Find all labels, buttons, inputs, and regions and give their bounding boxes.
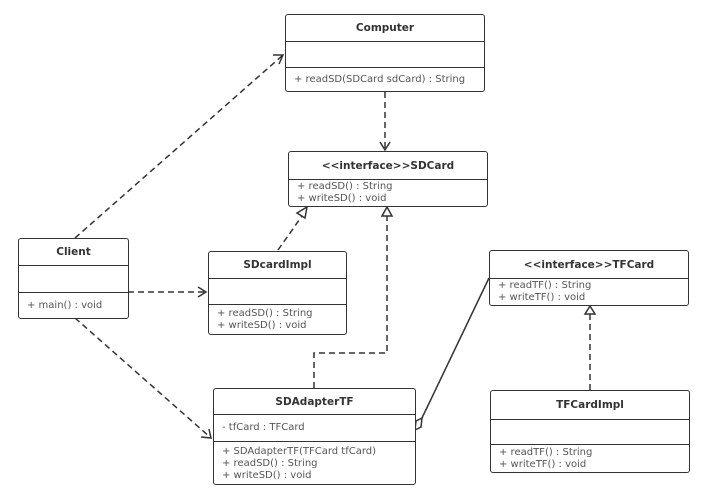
method: + readSD(SDCard sdCard) : String bbox=[294, 74, 466, 85]
method: + writeTF() : void bbox=[499, 459, 587, 470]
class-name: Computer bbox=[286, 15, 484, 42]
realization-sdcardimpl-sdcard bbox=[277, 215, 303, 251]
method: + main() : void bbox=[27, 300, 103, 311]
class-name: <<interface>>TFCard bbox=[490, 251, 688, 279]
method: + writeTF() : void bbox=[498, 292, 586, 303]
arrowhead-open bbox=[273, 54, 285, 65]
arrowhead-open bbox=[200, 428, 212, 439]
methods-section: + readTF() : String + writeTF() : void bbox=[490, 279, 688, 305]
dependency-client-computer bbox=[74, 54, 284, 239]
arrowhead-open bbox=[197, 286, 208, 298]
method: + writeSD() : void bbox=[222, 469, 312, 481]
method: + SDAdapterTF(TFCard tfCard) bbox=[222, 445, 377, 457]
class-name: <<interface>>SDCard bbox=[289, 152, 487, 180]
class-tfcardimpl[interactable]: TFCardImpl + readTF() : String + writeTF… bbox=[490, 390, 690, 473]
attributes-section bbox=[286, 42, 484, 68]
methods-section: + SDAdapterTF(TFCard tfCard) + readSD() … bbox=[214, 442, 415, 485]
class-name: SDcardImpl bbox=[209, 252, 346, 279]
interface-tfcard[interactable]: <<interface>>TFCard + readTF() : String … bbox=[489, 250, 689, 306]
method: + readSD() : String bbox=[297, 181, 393, 192]
methods-section: + readSD() : String + writeSD() : void bbox=[209, 305, 346, 335]
class-computer[interactable]: Computer + readSD(SDCard sdCard) : Strin… bbox=[285, 14, 485, 92]
methods-section: + readSD() : String + writeSD() : void bbox=[289, 180, 487, 206]
triangle-hollow bbox=[295, 205, 309, 220]
methods-section: + readSD(SDCard sdCard) : String bbox=[286, 68, 484, 92]
attributes-section bbox=[19, 266, 128, 293]
methods-section: + main() : void bbox=[19, 293, 128, 319]
methods-section: + readTF() : String + writeTF() : void bbox=[491, 445, 689, 473]
interface-sdcard[interactable]: <<interface>>SDCard + readSD() : String … bbox=[288, 151, 488, 207]
triangle-hollow bbox=[583, 304, 597, 315]
attribute: - tfCard : TFCard bbox=[222, 422, 305, 433]
diamond-hollow bbox=[414, 416, 423, 432]
triangle-hollow bbox=[380, 205, 394, 217]
method: + readTF() : String bbox=[498, 280, 592, 291]
class-name: SDAdapterTF bbox=[214, 389, 415, 415]
method: + writeSD() : void bbox=[297, 193, 387, 204]
attributes-section bbox=[209, 279, 346, 305]
method: + writeSD() : void bbox=[217, 320, 307, 331]
aggregation-sdadaptertf-tfcard bbox=[421, 277, 490, 419]
class-name: Client bbox=[19, 239, 128, 266]
class-sdadaptertf[interactable]: SDAdapterTF - tfCard : TFCard + SDAdapte… bbox=[213, 388, 416, 485]
dependency-client-sdadaptertf bbox=[74, 317, 212, 439]
method: + readTF() : String bbox=[499, 447, 593, 458]
method: + readSD() : String bbox=[217, 308, 313, 319]
method: + readSD() : String bbox=[222, 457, 318, 469]
attributes-section: - tfCard : TFCard bbox=[214, 415, 415, 442]
attributes-section bbox=[491, 420, 689, 445]
class-client[interactable]: Client + main() : void bbox=[18, 238, 129, 319]
realization-sdadaptertf-sdcard bbox=[313, 216, 388, 388]
class-sdcardimpl[interactable]: SDcardImpl + readSD() : String + writeSD… bbox=[208, 251, 347, 335]
class-name: TFCardImpl bbox=[491, 391, 689, 420]
arrowhead-open bbox=[379, 141, 391, 152]
